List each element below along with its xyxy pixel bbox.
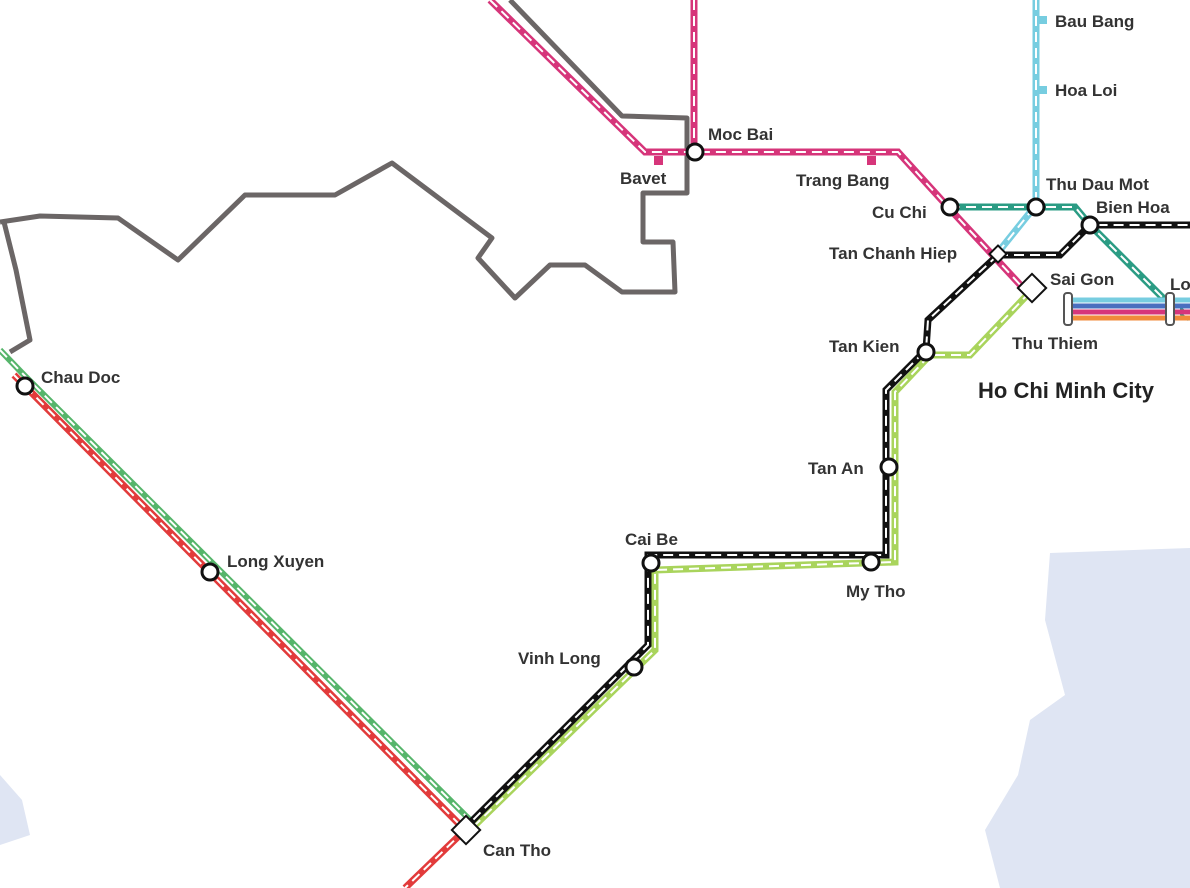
station-tan-kien[interactable]	[916, 342, 936, 362]
border-line-west	[1, 221, 33, 355]
station-cu-chi[interactable]	[940, 197, 960, 217]
station-bien-hoa[interactable]	[1080, 215, 1100, 235]
water-area-east	[985, 548, 1190, 888]
label-can-tho: Can Tho	[483, 841, 551, 860]
thu-thiem-station-east	[1165, 292, 1175, 326]
label-tan-kien: Tan Kien	[829, 337, 900, 356]
label-tan-an: Tan An	[808, 459, 864, 478]
bavet-tick	[654, 156, 663, 165]
label-bien-hoa: Bien Hoa	[1096, 198, 1170, 217]
label-chau-doc: Chau Doc	[41, 368, 120, 387]
label-my-tho: My Tho	[846, 582, 906, 601]
label-bavet: Bavet	[620, 169, 667, 188]
label-sai-gon: Sai Gon	[1050, 270, 1114, 289]
black-line-east	[998, 221, 1190, 259]
label-lo-partial: Lo	[1170, 275, 1190, 294]
station-vinh-long[interactable]	[624, 657, 644, 677]
station-can-tho[interactable]	[450, 814, 482, 846]
bau-bang-tick	[1039, 16, 1047, 24]
trang-bang-tick	[867, 156, 876, 165]
light-green-line	[467, 289, 1033, 833]
thu-thiem-lines	[1063, 292, 1190, 326]
label-vinh-long: Vinh Long	[518, 649, 601, 668]
red-line	[11, 372, 470, 888]
hoa-loi-tick	[1039, 86, 1047, 94]
station-thu-dau-mot[interactable]	[1026, 197, 1046, 217]
station-my-tho[interactable]	[861, 552, 881, 572]
station-tan-an[interactable]	[879, 457, 899, 477]
station-tan-chanh-hiep[interactable]	[988, 244, 1008, 264]
label-thu-dau-mot: Thu Dau Mot	[1046, 175, 1149, 194]
border-line	[0, 0, 690, 301]
black-line-south	[462, 252, 1001, 831]
station-long-xuyen[interactable]	[200, 562, 220, 582]
label-cu-chi: Cu Chi	[872, 203, 927, 222]
station-cai-be[interactable]	[641, 553, 661, 573]
water-area-southwest	[0, 775, 30, 845]
label-thu-thiem: Thu Thiem	[1012, 334, 1098, 353]
station-chau-doc[interactable]	[15, 376, 35, 396]
label-ho-chi-minh-city: Ho Chi Minh City	[978, 378, 1155, 403]
label-moc-bai: Moc Bai	[708, 125, 773, 144]
label-long-xuyen: Long Xuyen	[227, 552, 324, 571]
thu-thiem-station-west	[1063, 292, 1073, 326]
station-moc-bai[interactable]	[685, 142, 705, 162]
label-hoa-loi: Hoa Loi	[1055, 81, 1117, 100]
green-line	[0, 347, 473, 823]
station-sai-gon[interactable]	[1016, 272, 1048, 304]
label-trang-bang: Trang Bang	[796, 171, 890, 190]
label-cai-be: Cai Be	[625, 530, 678, 549]
label-tan-chanh-hiep: Tan Chanh Hiep	[829, 244, 957, 263]
stations	[15, 142, 1100, 846]
magenta-line	[487, 0, 1028, 293]
label-bau-bang: Bau Bang	[1055, 12, 1134, 31]
